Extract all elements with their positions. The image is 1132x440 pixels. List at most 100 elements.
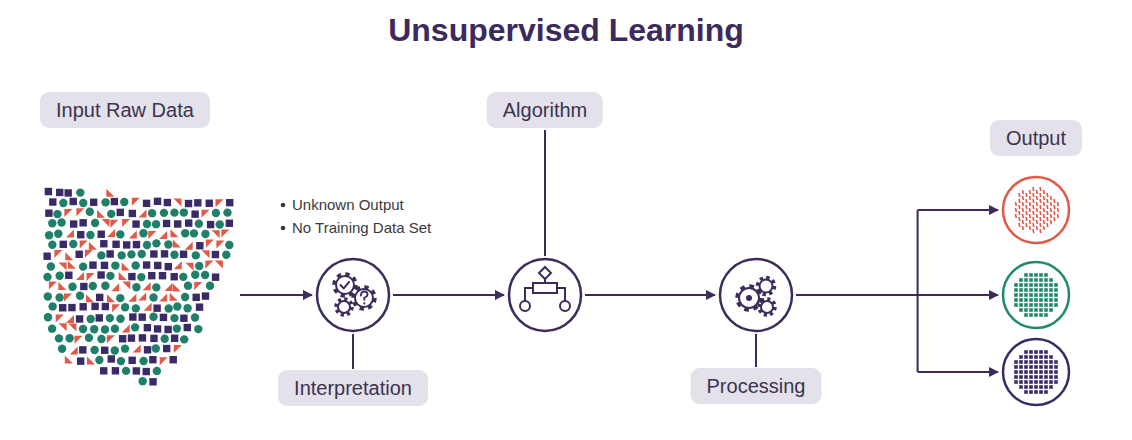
cluster-mark bbox=[1032, 223, 1034, 227]
cluster-mark bbox=[1043, 196, 1045, 200]
data-dot bbox=[192, 251, 200, 259]
data-dot bbox=[164, 304, 172, 312]
connector-arrow bbox=[393, 295, 504, 296]
cluster-mark bbox=[1043, 214, 1045, 218]
cluster-mark bbox=[1014, 380, 1018, 384]
data-square bbox=[100, 240, 107, 247]
cluster-mark bbox=[1018, 217, 1020, 221]
cluster-mark bbox=[1043, 208, 1045, 212]
data-square bbox=[159, 272, 166, 279]
cluster-mark bbox=[1046, 217, 1048, 221]
data-dot bbox=[152, 283, 160, 291]
cluster-mark bbox=[1032, 205, 1034, 209]
cluster-mark bbox=[1034, 273, 1038, 277]
data-triangle bbox=[111, 283, 119, 291]
cluster-mark bbox=[1032, 193, 1034, 197]
data-dot bbox=[89, 282, 97, 290]
data-dot bbox=[111, 261, 119, 269]
data-square bbox=[191, 210, 198, 217]
data-dot bbox=[223, 208, 231, 216]
data-dot bbox=[138, 377, 146, 385]
cluster-mark bbox=[1044, 350, 1048, 354]
cluster-mark bbox=[1022, 190, 1024, 194]
cluster-mark bbox=[1054, 303, 1058, 307]
data-triangle bbox=[59, 263, 67, 271]
cluster-mark bbox=[1054, 360, 1058, 364]
cluster-mark bbox=[1036, 226, 1038, 230]
cluster-mark bbox=[1025, 223, 1027, 227]
cluster-mark bbox=[1029, 380, 1033, 384]
data-square bbox=[43, 253, 50, 260]
cluster-mark bbox=[1029, 313, 1033, 317]
cluster-mark bbox=[1039, 350, 1043, 354]
data-triangle bbox=[85, 250, 93, 258]
cluster-mark bbox=[1029, 226, 1031, 230]
process-rect-icon bbox=[533, 283, 557, 293]
cluster-mark bbox=[1050, 196, 1052, 200]
data-triangle bbox=[139, 209, 147, 217]
cluster-mark bbox=[1039, 217, 1041, 221]
cluster-mark bbox=[1029, 288, 1033, 292]
data-triangle bbox=[174, 345, 182, 353]
algorithm-circle: Algorithm bbox=[507, 257, 583, 333]
connector-arrow bbox=[240, 295, 312, 296]
data-dot bbox=[173, 324, 181, 332]
data-square bbox=[96, 294, 103, 301]
data-dot bbox=[111, 325, 119, 333]
data-square bbox=[174, 220, 181, 227]
data-square bbox=[89, 261, 96, 268]
cluster-mark bbox=[1039, 355, 1043, 359]
data-dot bbox=[212, 209, 220, 217]
data-square bbox=[180, 315, 187, 322]
cluster-mark bbox=[1054, 370, 1058, 374]
data-triangle bbox=[86, 294, 94, 302]
data-dot bbox=[111, 346, 119, 354]
cluster-mark bbox=[1029, 293, 1033, 297]
data-dot bbox=[116, 230, 124, 238]
data-dot bbox=[48, 324, 56, 332]
cluster-mark bbox=[1049, 298, 1053, 302]
data-dot bbox=[116, 294, 124, 302]
cluster-mark bbox=[1043, 220, 1045, 224]
cluster-mark bbox=[1034, 380, 1038, 384]
data-dot bbox=[180, 208, 188, 216]
data-dot bbox=[137, 273, 145, 281]
cluster-mark bbox=[1046, 199, 1048, 203]
data-square bbox=[163, 220, 170, 227]
data-dot bbox=[79, 262, 87, 270]
data-dot bbox=[139, 229, 147, 237]
data-triangle bbox=[212, 230, 220, 238]
cluster-mark bbox=[1054, 298, 1058, 302]
cluster-mark bbox=[1022, 202, 1024, 206]
gear-teeth bbox=[737, 286, 761, 310]
data-square bbox=[185, 219, 192, 226]
data-dot bbox=[54, 229, 62, 237]
connector-line bbox=[240, 294, 312, 296]
cluster-mark bbox=[1024, 303, 1028, 307]
cluster-mark bbox=[1029, 190, 1031, 194]
gear-body bbox=[336, 276, 354, 294]
icon-terminal bbox=[560, 301, 570, 311]
data-square bbox=[206, 200, 213, 207]
data-triangle bbox=[80, 241, 88, 249]
data-square bbox=[133, 241, 140, 248]
cluster-mark bbox=[1029, 220, 1031, 224]
data-square bbox=[170, 273, 177, 280]
data-square bbox=[111, 198, 118, 205]
data-triangle bbox=[186, 263, 194, 271]
cluster-mark bbox=[1039, 298, 1043, 302]
data-dot bbox=[76, 292, 84, 300]
cluster-mark bbox=[1034, 385, 1038, 389]
label-pill: Input Raw Data bbox=[40, 92, 210, 128]
data-dot bbox=[86, 315, 94, 323]
data-square bbox=[148, 272, 155, 279]
data-triangle bbox=[64, 209, 72, 217]
cluster-mark bbox=[1039, 303, 1043, 307]
cluster-mark bbox=[1014, 283, 1018, 287]
cluster-mark bbox=[1039, 360, 1043, 364]
data-triangle bbox=[66, 230, 74, 238]
data-square bbox=[70, 198, 77, 205]
data-square bbox=[45, 209, 52, 216]
data-dot bbox=[143, 241, 151, 249]
data-dot bbox=[181, 229, 189, 237]
